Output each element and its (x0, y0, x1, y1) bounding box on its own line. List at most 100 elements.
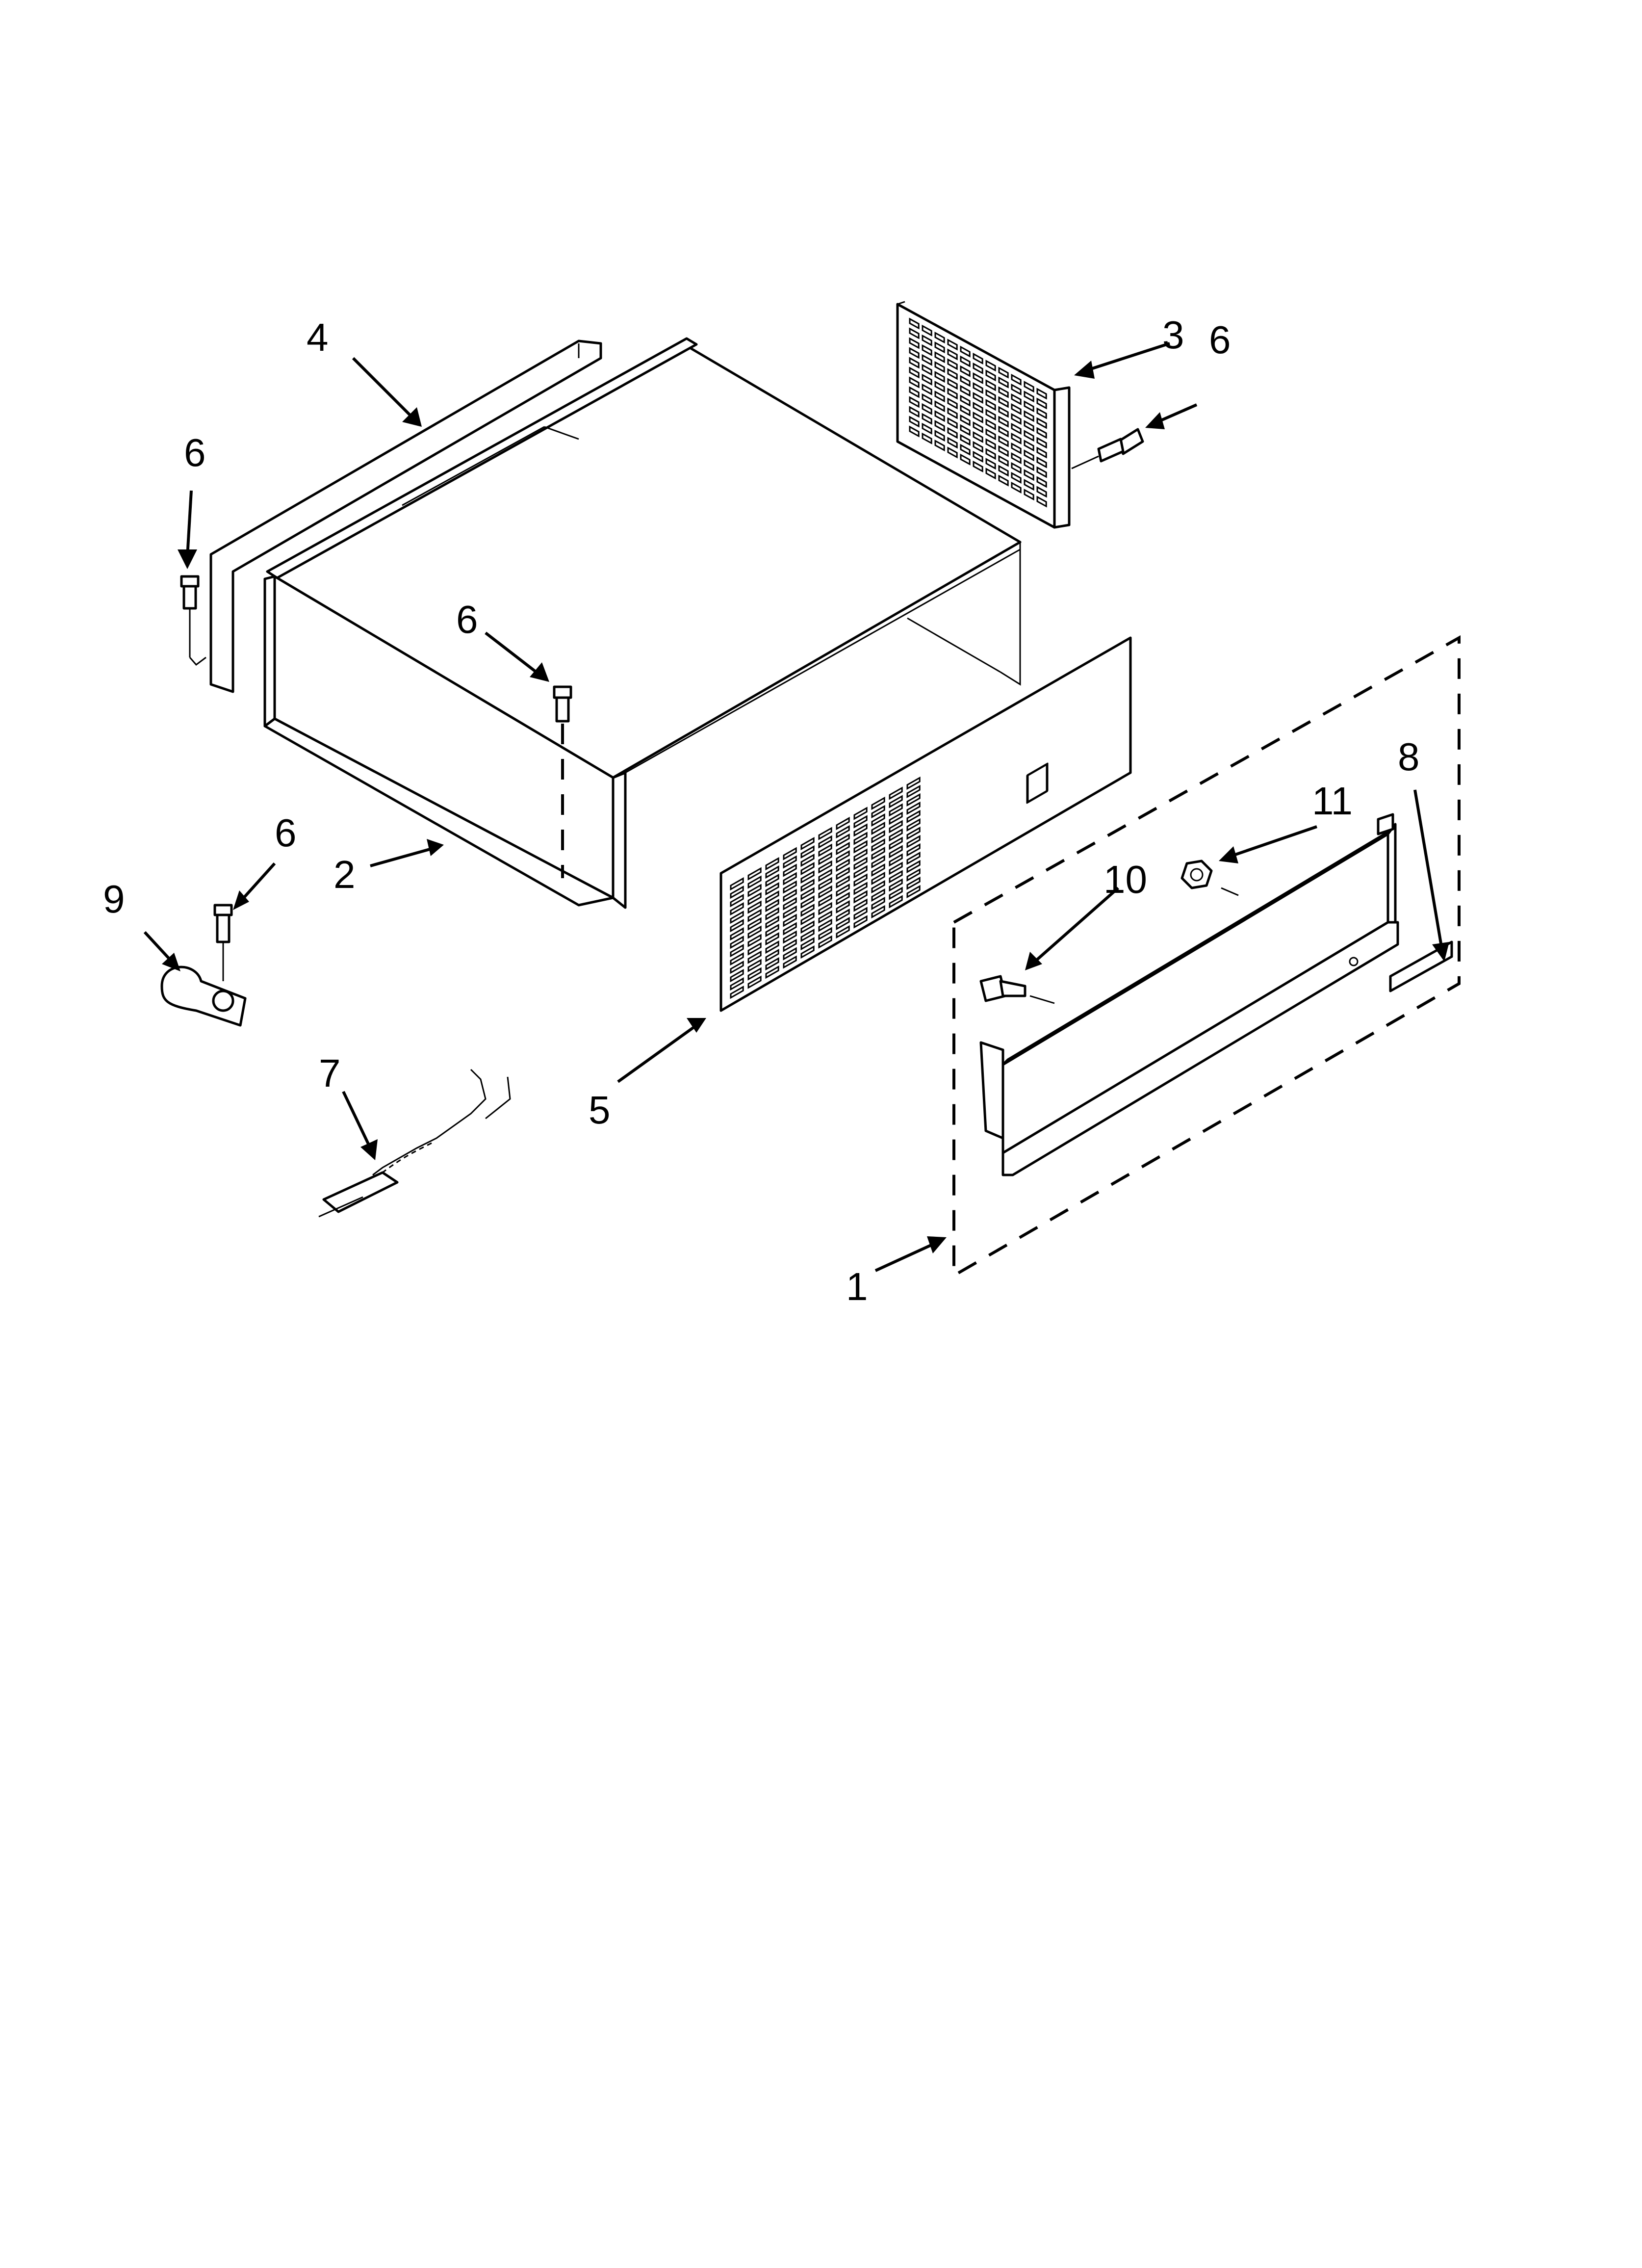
grille-slot (853, 865, 868, 879)
grille-slot (1024, 391, 1034, 403)
grille-slot (730, 969, 744, 983)
grille-slot (730, 961, 744, 974)
grille-slot (960, 355, 971, 367)
grille-slot (1036, 427, 1047, 439)
grille-slot (906, 834, 921, 849)
grille-slot (747, 925, 762, 939)
grille-slot (960, 414, 971, 426)
grille-slot (906, 860, 921, 874)
grille-slot (818, 918, 832, 932)
grille-slot (947, 378, 958, 390)
grille-slot (922, 344, 932, 356)
grille-slot (947, 417, 958, 429)
grille-slot (730, 927, 744, 941)
grille-slot (1024, 400, 1034, 413)
grille-slot (818, 852, 832, 865)
grille-slot (960, 443, 971, 456)
grille-slot (934, 361, 945, 373)
grille-slot (853, 823, 868, 837)
grille-slot (906, 876, 921, 890)
callout-9: 9 (103, 877, 125, 921)
grille-slot (906, 784, 921, 799)
grille-slot (947, 446, 958, 459)
grille-slot (960, 345, 971, 358)
grille-slot (998, 435, 1009, 447)
grille-slot (730, 919, 744, 933)
grille-slot (765, 865, 779, 879)
grille-slot (871, 821, 885, 835)
grille-slot (906, 809, 921, 824)
grille-slot (747, 867, 762, 881)
grille-slot (998, 445, 1009, 457)
grille-slot (747, 900, 762, 914)
grille-slot (800, 920, 815, 934)
grille-slot (1024, 449, 1034, 462)
grille-slot (747, 884, 762, 897)
grille-slot (765, 857, 779, 871)
grille-slot (871, 796, 885, 810)
grille-slot (853, 898, 868, 912)
grille-slot (853, 857, 868, 870)
grille-slot (934, 400, 945, 413)
grille-slot (765, 882, 779, 896)
grille-slot (998, 474, 1009, 487)
grille-slot (922, 383, 932, 395)
grille-slot (906, 868, 921, 882)
grille-slot (800, 928, 815, 942)
grille-slot (747, 909, 762, 922)
grille-slot (836, 858, 850, 872)
grille-slot (922, 354, 932, 366)
grille-slot (818, 877, 832, 890)
grille-slot (836, 816, 850, 831)
grille-slot (906, 818, 921, 832)
grille-slot (1024, 469, 1034, 481)
grille-slot (765, 957, 779, 971)
grille-slot (853, 832, 868, 845)
grille-slot (1024, 381, 1034, 393)
grille-slot (960, 385, 971, 397)
grille-slot (1011, 462, 1022, 474)
grille-slot (871, 830, 885, 844)
grille-slot (730, 944, 744, 958)
grille-slot (889, 895, 903, 909)
grille-slot (747, 950, 762, 964)
grille-slot (836, 916, 850, 931)
grille-slot (934, 410, 945, 422)
grille-slot (909, 376, 920, 389)
grille-slot (818, 935, 832, 949)
grille-slot (747, 959, 762, 972)
part-2-cabinet-housing (263, 337, 1022, 909)
part-10-screw (979, 975, 1055, 1004)
grille-slot (1024, 459, 1034, 471)
grille-slot (947, 397, 958, 410)
grille-slot (1024, 440, 1034, 452)
grille-slot (871, 896, 885, 911)
grille-slot (922, 413, 932, 425)
part-11-nut (1180, 860, 1239, 896)
grille-slot (800, 853, 815, 867)
grille-slot (998, 386, 1009, 398)
grille-slot (818, 893, 832, 907)
grille-slot (973, 391, 983, 404)
grille-slot (871, 855, 885, 869)
grille-slot (747, 934, 762, 947)
part-3-side-grille (896, 301, 1071, 529)
grille-slot (1011, 422, 1022, 435)
grille-slot (922, 403, 932, 415)
part-5-rear-panel (719, 636, 1132, 1012)
grille-slot (985, 468, 996, 480)
grille-slot (985, 399, 996, 411)
grille-slot (871, 863, 885, 877)
grille-slot (947, 407, 958, 419)
grille-slot (765, 890, 779, 904)
grille-slot (960, 453, 971, 466)
grille-slot (800, 886, 815, 901)
grille-slot (836, 850, 850, 864)
grille-slot (747, 892, 762, 906)
grille-slot (906, 776, 921, 790)
grille-slot (818, 902, 832, 915)
grille-slot (836, 825, 850, 839)
grille-slot (947, 348, 958, 361)
grille-slot (909, 396, 920, 408)
grille-slot (765, 924, 779, 938)
